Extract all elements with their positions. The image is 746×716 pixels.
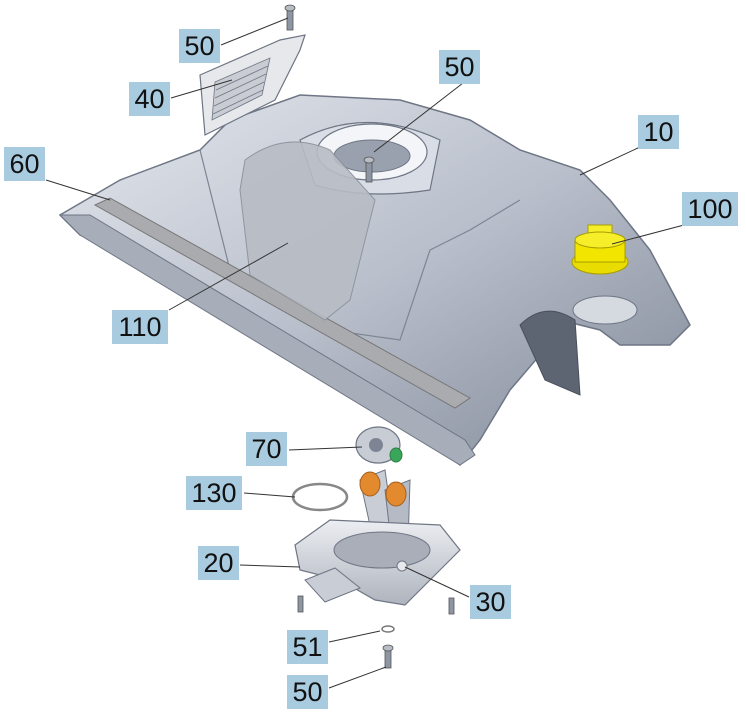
- screw-part-50-bottom: [382, 644, 394, 669]
- screw-base-left: [297, 595, 304, 613]
- gasket-strip-part-60: [93, 197, 471, 409]
- callout-10: 10: [638, 115, 679, 149]
- washer-part-51: [381, 625, 395, 633]
- callout-100: 100: [682, 192, 738, 226]
- screw-part-50-center: [363, 156, 375, 183]
- base-plate-part-20: [294, 519, 461, 606]
- callout-50-top: 50: [179, 29, 220, 63]
- shield-plate-part-110: [239, 141, 376, 321]
- housing-part-10: [58, 94, 691, 467]
- grille-cover-part-40: [199, 34, 306, 136]
- callout-60: 60: [4, 147, 45, 181]
- pivot-nut-part-70: [355, 426, 403, 464]
- retaining-ring-part-130: [291, 482, 349, 512]
- callout-20: 20: [198, 546, 239, 580]
- screw-part-50-top: [284, 4, 296, 31]
- screw-base-right: [448, 597, 455, 615]
- callout-130: 130: [186, 476, 242, 510]
- leader-lines: [45, 17, 685, 689]
- yellow-cap-part-100: [571, 224, 629, 275]
- callout-50-bottom: 50: [287, 675, 328, 709]
- callout-51: 51: [287, 630, 328, 664]
- callout-50-mid: 50: [439, 50, 480, 84]
- callout-70: 70: [246, 432, 287, 466]
- callout-40: 40: [129, 82, 170, 116]
- callout-30: 30: [470, 585, 511, 619]
- callout-110: 110: [112, 310, 168, 344]
